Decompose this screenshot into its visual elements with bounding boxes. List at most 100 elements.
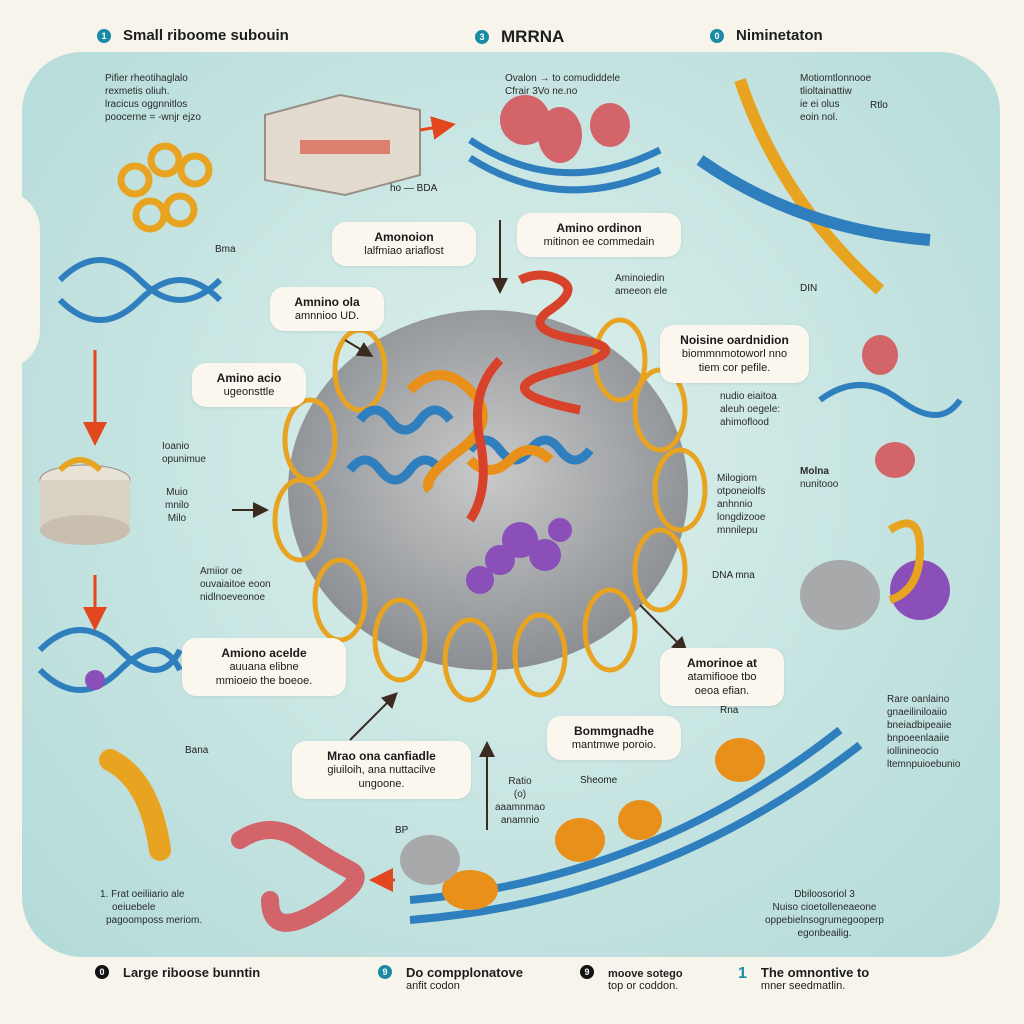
note-milogiom: Milogiom otponeiolfs anhnnio longdizooe … (717, 472, 765, 537)
header-label: Niminetaton (736, 27, 823, 44)
note-line: ltemnpuioebunio (887, 759, 961, 770)
note-top-right: Motiomtlonnooe tlioltainattiw ie ei olus… (800, 72, 871, 124)
note-line: Molna (800, 466, 829, 477)
note-line: anamnio (500, 815, 540, 826)
note-line: eoin nol. (800, 112, 838, 123)
cup-left (39, 457, 131, 545)
callout-text: ugeonsttle (223, 386, 275, 398)
note-line: Cfrair 3Vo ne.no (505, 86, 578, 97)
note-line: tlioltainattiw (800, 86, 852, 97)
footer-title: The omnontive to (760, 965, 870, 980)
header-label: Small riboome subouin (123, 27, 289, 44)
note-line: anhnnio (717, 499, 753, 510)
tray-illustration (264, 93, 421, 197)
footer-title: Large riboose bunntin (123, 965, 261, 980)
header-item-mrna: 3 MRRNA (475, 27, 564, 47)
ribosome-small (400, 835, 460, 885)
label-ho-bda: ho — BDA (390, 183, 438, 194)
step-badge: 1 (97, 28, 111, 43)
callout-text: ungoone. (358, 778, 405, 790)
step-badge: 3 (475, 30, 489, 44)
note-line: Milogiom (717, 473, 758, 484)
label-bp: BP (395, 825, 409, 836)
callout-text: auuana elibne (229, 661, 299, 673)
callout-title: Noisine oardnidion (680, 333, 789, 347)
callout-amino-ordinon: Amino ordinon mitinon ee commedain (517, 213, 681, 257)
note-rare: Rare oanlaino gnaeiliniloaiio bneiadbipe… (887, 693, 960, 771)
note-line: egonbeailig. (797, 928, 852, 939)
footer-label: Large riboose bunntin (123, 965, 260, 980)
protein-cluster-bottom (442, 738, 765, 910)
dna-right-mid (818, 382, 963, 418)
callout-title: Bommgnadhe (573, 724, 654, 738)
callout-text: mmioeio the boeoe. (215, 675, 313, 687)
note-amiior: Amiior oe ouvaiaitoe eoon nidlnoeveonoe (200, 565, 271, 604)
note-line: rexmetis oliuh. (105, 86, 170, 97)
callout-title: Amino acio (216, 371, 282, 385)
header-label: MRRNA (501, 27, 565, 46)
note-line: aleuh oegele: (720, 404, 781, 415)
note-line: nudio eiaitoa (720, 391, 777, 402)
callout-text: oeoa efian. (694, 685, 750, 697)
note-line: opunimue (162, 454, 206, 465)
note-line: gnaeiliniloaiio (887, 707, 948, 718)
protein-cluster-top (500, 95, 630, 163)
step-badge: 0 (710, 28, 724, 43)
footer-item-large-subunit: 0 Large riboose bunntin (95, 965, 260, 980)
note-aminoiedin: Aminoiedin ameeon ele (615, 272, 667, 298)
label-sheome: Sheome (580, 775, 618, 786)
note-line: ahimoflood (720, 417, 769, 428)
note-top-mid: Ovalon → to comudiddele Cfrair 3Vo ne.no (505, 72, 620, 98)
mrna-strand-top (468, 137, 662, 194)
note-line: Aminoiedin (615, 273, 665, 284)
ribosome-right (800, 519, 950, 630)
flow-arrows (83, 116, 688, 892)
ribosome-core (272, 270, 708, 703)
note-line: ouvaiaitoe eoon (200, 579, 271, 590)
callout-text: giuiloih, ana nuttacilve (327, 764, 436, 776)
note-line: bnpoeenlaaiie (887, 733, 950, 744)
note-line: Ratio (508, 776, 532, 787)
note-line: otponeiolfs (717, 486, 766, 497)
helix-left-top (117, 142, 213, 233)
protein-chain-bottom-left (99, 749, 365, 932)
note-top-left: Pifier rheotihaglalo rexmetis oliuh. lra… (105, 72, 201, 124)
note-line: ie ei olus (800, 99, 840, 110)
note-line: mnilo (165, 500, 189, 511)
note-final: 1. Frat oeiliiario ale oeiuebele pagoomp… (100, 888, 202, 927)
header-item-termination: 0 Niminetaton (710, 27, 823, 44)
note-line: Ovalon → to comudiddele (505, 73, 621, 84)
step-badge: 0 (95, 965, 109, 979)
callout-text: mantmwe poroio. (571, 739, 657, 751)
note-line: nidlnoeveonoe (200, 592, 266, 603)
step-badge: 9 (580, 965, 594, 979)
dna-left-bottom (37, 627, 183, 693)
note-line: oppebielnsogrumegooperp (765, 915, 884, 926)
footer-sub: top or coddon. (608, 980, 679, 992)
callout-text: biommnmotoworl nno (681, 348, 788, 360)
callout-moe-ona: Mrao ona canfiadle giuiloih, ana nuttaci… (292, 741, 471, 799)
note-line: Amiior oe (200, 566, 243, 577)
note-molna: Molna nunitooo (800, 465, 838, 491)
note-ioanio: Ioanio opunimue (162, 440, 206, 466)
note-dibooe: Dbiloosoriol 3 Nuiso cioetolleneaeone op… (765, 888, 884, 940)
note-line: Motiomtlonnooe (800, 73, 872, 84)
note-line: iollinineocio (887, 746, 939, 757)
callout-title: Amiono acelde (221, 646, 307, 660)
label-dna-mna: DNA mna (712, 570, 755, 581)
callout-amino-acio: Amino acio ugeonsttle (192, 363, 306, 407)
note-nudio: nudio eiaitoa aleuh oegele: ahimoflood (720, 390, 780, 429)
callout-text: tiem cor pefile. (698, 362, 771, 374)
note-line: Ioanio (162, 441, 190, 452)
callout-bommgnadhe: Bommgnadhe mantmwe poroio. (547, 716, 681, 760)
step-number: 1 (738, 965, 747, 982)
note-line: Nuiso cioetolleneaeone (772, 902, 877, 913)
footer-title: Do compplonatove (406, 965, 524, 980)
callout-text: amnnioo UD. (294, 310, 360, 322)
label-rtlo: Rtlo (870, 100, 888, 111)
note-line: bneiadbipeaiie (887, 720, 952, 731)
